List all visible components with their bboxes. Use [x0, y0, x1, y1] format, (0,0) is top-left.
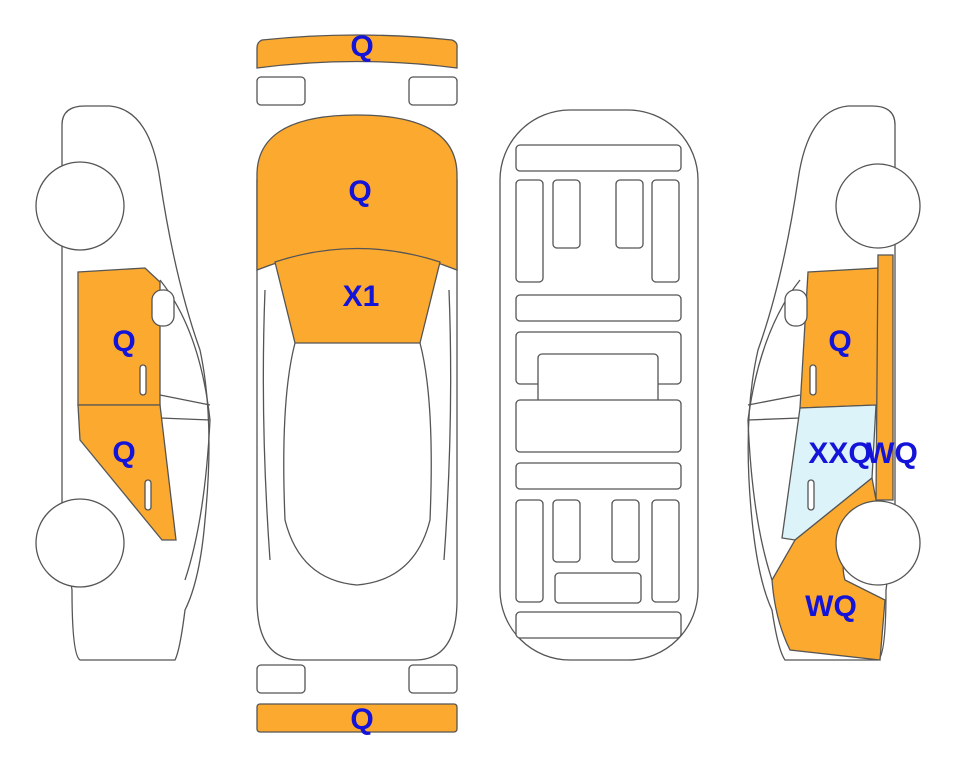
label-windshield: X1 [343, 280, 380, 313]
top-view [256, 34, 458, 733]
label-hood: Q [348, 175, 371, 208]
right-rear-wheel [835, 500, 921, 586]
windshield[interactable] [274, 247, 441, 344]
right-front-wheel [835, 163, 921, 249]
label-right-pillar: WQ [866, 437, 918, 470]
label-left-rear-door: Q [112, 436, 135, 469]
right-side-view [747, 105, 921, 661]
front-bumper[interactable] [256, 34, 458, 69]
label-right-rear-quarter: WQ [805, 590, 857, 623]
label-right-rear-window: XXQ [808, 437, 871, 470]
left-side-view [35, 105, 211, 661]
label-left-front-door: Q [112, 325, 135, 358]
underside-view [499, 109, 699, 661]
left-front-wheel [35, 161, 125, 251]
left-rear-wheel [35, 498, 125, 588]
label-right-front-door: Q [828, 325, 851, 358]
right-pillar[interactable] [875, 254, 894, 501]
label-front-bumper: Q [350, 30, 373, 63]
rear-bumper[interactable] [256, 703, 458, 733]
label-rear-bumper: Q [350, 703, 373, 736]
